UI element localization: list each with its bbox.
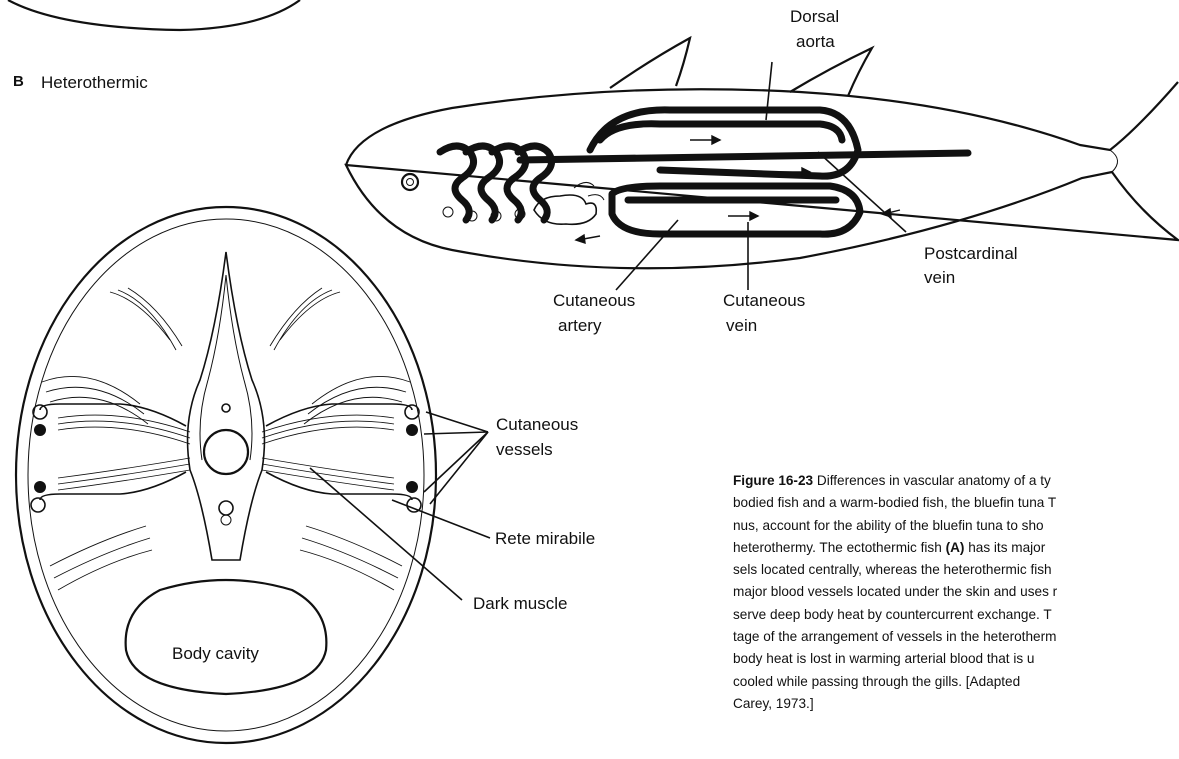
haemal-vessel [219, 501, 233, 515]
upper-vessel-inner [600, 124, 842, 140]
second-dorsal-fin [790, 48, 872, 96]
label-cutaneous-vessels-line2: vessels [496, 440, 553, 459]
section-leader-lines [310, 412, 490, 600]
eye [402, 174, 418, 190]
caption-line-11: Carey, 1973.] [733, 693, 1179, 715]
tuna-diagram: Dorsal aorta Postcardinal vein Cutaneous… [346, 7, 1178, 335]
caption-line-8: tage of the arrangement of vessels in th… [733, 626, 1179, 648]
label-postcardinal-line1: Postcardinal [924, 244, 1018, 263]
caption-line-3: nus, account for the ability of the blue… [733, 515, 1179, 537]
caption-line-1: Figure 16-23 Differences in vascular ana… [733, 470, 1179, 492]
caption-figure-number: Figure 16-23 [733, 473, 813, 488]
figure-caption: Figure 16-23 Differences in vascular ana… [733, 470, 1179, 759]
cross-section-diagram: Body cavity Cutaneous vessels Rete mirab… [16, 207, 595, 743]
body-cavity [126, 580, 327, 694]
caption-line-4: heterothermy. The ectothermic fish (A) h… [733, 537, 1179, 559]
panel-title: Heterothermic [41, 73, 148, 92]
panel-a-outline-remnant [8, 0, 300, 30]
panel-letter: B [13, 73, 24, 90]
first-dorsal-fin [610, 38, 690, 88]
rete-mirabile-bands [58, 415, 394, 490]
myosepta [42, 288, 410, 590]
vertebral-column [188, 252, 265, 560]
label-cutaneous-artery-line1: Cutaneous [553, 291, 635, 310]
label-rete-mirabile: Rete mirabile [495, 529, 595, 548]
upper-vessel-loop [590, 110, 858, 176]
label-cutaneous-vein-line2: vein [726, 316, 757, 335]
vertebral-centrum [204, 430, 248, 474]
label-postcardinal-line2: vein [924, 268, 955, 287]
label-body-cavity: Body cavity [172, 644, 259, 663]
caption-line-5: sels located centrally, whereas the hete… [733, 559, 1179, 581]
label-dark-muscle: Dark muscle [473, 594, 567, 613]
caption-line-10: cooled while passing through the gills. … [733, 671, 1179, 693]
label-cutaneous-vein-line1: Cutaneous [723, 291, 805, 310]
label-cutaneous-artery-line2: artery [558, 316, 602, 335]
label-dorsal-aorta-line1: Dorsal [790, 7, 839, 26]
spinal-canal [222, 404, 230, 412]
caption-line-7: serve deep body heat by countercurrent e… [733, 604, 1179, 626]
label-dorsal-aorta-line2: aorta [796, 32, 835, 51]
caption-line-6: major blood vessels located under the sk… [733, 581, 1179, 603]
label-cutaneous-vessels-line1: Cutaneous [496, 415, 578, 434]
lateral-vessel-tracts [31, 404, 421, 512]
caption-line-9: body heat is lost in warming arterial bl… [733, 648, 1179, 670]
caudal-keel [1110, 150, 1118, 172]
caption-line-2: bodied fish and a warm-bodied fish, the … [733, 492, 1179, 514]
dorsal-aorta [520, 153, 968, 160]
